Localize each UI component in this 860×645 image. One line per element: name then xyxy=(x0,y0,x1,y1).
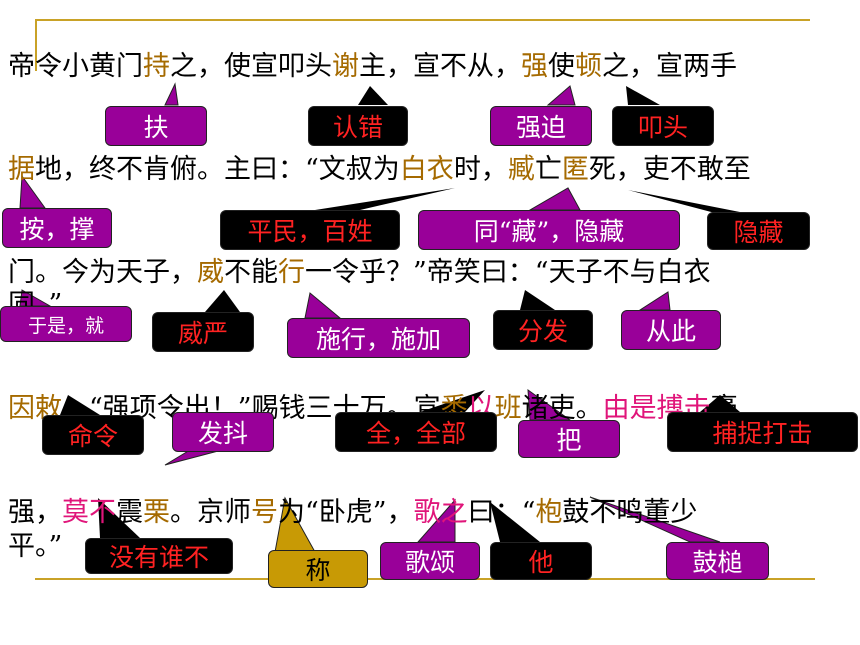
tail-yincang xyxy=(628,190,745,213)
tail-quanbu xyxy=(420,390,485,412)
note-yushi: 于是，就 xyxy=(0,306,132,342)
text-line-3: 门。今为天子，威不能行一令乎？”帝笑曰：“天子不与白衣 xyxy=(8,257,711,288)
text-line-1: 帝令小黄门持之，使宣叩头谢主，宣不从，强使顿之，宣两手 xyxy=(8,51,737,82)
note-ta: 他 xyxy=(490,542,592,580)
note-tongcang: 同“藏”，隐藏 xyxy=(418,210,680,250)
text-line-6: 平。” xyxy=(8,531,63,562)
note-meiyou: 没有谁不 xyxy=(85,538,233,574)
tail-buzhuo xyxy=(700,395,740,412)
note-quanbu: 全，全部 xyxy=(335,412,497,452)
tail-congci xyxy=(638,291,671,311)
text-line-5: 强，莫不震栗。京师号为“卧虎”，歌之曰：“枹鼓不鸣董少 xyxy=(8,497,698,528)
note-pingmin: 平民，百姓 xyxy=(220,210,400,250)
note-cheng: 称 xyxy=(268,550,368,588)
tail-pingmin xyxy=(315,188,455,210)
note-fu: 扶 xyxy=(105,106,207,146)
text-line-2: 据地，终不肯俯。主曰：“文叔为白衣时，臧亡匿死，吏不敢至 xyxy=(8,154,751,185)
tail-koutou xyxy=(626,86,660,105)
note-weiyan: 威严 xyxy=(152,312,254,352)
tail-weiyan xyxy=(205,290,240,312)
note-congci: 从此 xyxy=(621,310,721,350)
note-fenfa: 分发 xyxy=(493,310,593,350)
note-gubao: 鼓槌 xyxy=(666,542,769,580)
note-yincang: 隐藏 xyxy=(707,212,810,250)
note-koutou: 叩头 xyxy=(612,106,714,146)
note-renchuo: 认错 xyxy=(308,106,408,146)
tail-fenfa xyxy=(520,290,555,310)
top-rule-tick xyxy=(35,19,37,71)
tail-shixing xyxy=(304,292,342,319)
tail-mingling xyxy=(60,395,100,415)
note-ba: 把 xyxy=(518,420,620,458)
tail-meiyou xyxy=(98,498,140,538)
note-fadou: 发抖 xyxy=(172,412,274,452)
tail-ta xyxy=(490,502,540,542)
note-anchen: 按，撑 xyxy=(2,208,112,248)
tail-renchuo xyxy=(358,86,388,105)
note-mingling: 命令 xyxy=(42,415,144,455)
note-buzhuo: 捕捉打击 xyxy=(667,412,858,452)
tail-qiangpo xyxy=(546,85,576,106)
note-qiangpo: 强迫 xyxy=(490,106,592,146)
note-gesong: 歌颂 xyxy=(380,542,480,580)
note-shixing: 施行，施加 xyxy=(287,318,470,358)
tail-tongcang xyxy=(528,187,581,211)
top-rule xyxy=(35,19,810,21)
tail-fu xyxy=(164,82,179,106)
tail-fadou xyxy=(164,449,223,466)
